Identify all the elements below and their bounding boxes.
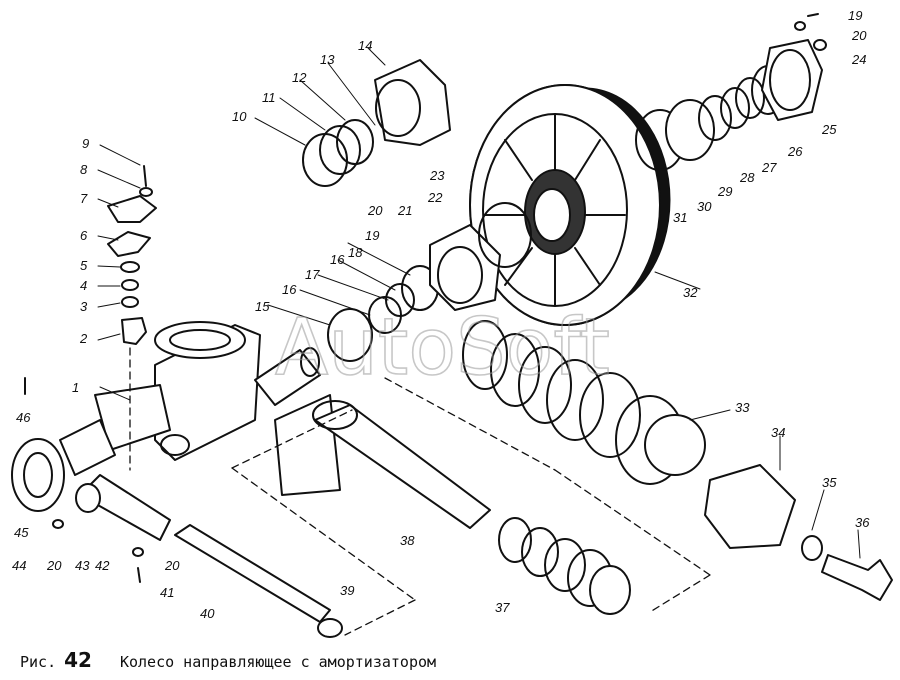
ring-10 — [302, 133, 348, 187]
callout-20-b: 20 — [851, 28, 867, 43]
callout-28: 28 — [739, 170, 755, 185]
callout-23: 23 — [429, 168, 445, 183]
callout-13: 13 — [320, 52, 335, 67]
callout-7: 7 — [80, 191, 88, 206]
callout-19-b: 19 — [848, 8, 862, 23]
ring-29 — [698, 95, 732, 141]
callout-5: 5 — [80, 258, 88, 273]
lever-42 — [79, 474, 171, 541]
callout-1: 1 — [72, 380, 79, 395]
washer-5 — [120, 261, 140, 273]
flange-45 — [11, 438, 65, 512]
callout-26: 26 — [787, 144, 803, 159]
callout-41: 41 — [160, 585, 174, 600]
callout-16-a: 16 — [282, 282, 297, 297]
callout-25: 25 — [821, 122, 837, 137]
washer-4 — [121, 279, 139, 291]
bolt-41 — [137, 567, 141, 583]
callout-43: 43 — [75, 558, 90, 573]
gasket-27 — [735, 77, 765, 119]
axle — [59, 321, 321, 476]
callout-36: 36 — [855, 515, 870, 530]
callout-33: 33 — [735, 400, 750, 415]
ring-11 — [319, 125, 361, 175]
callout-31: 31 — [673, 210, 687, 225]
washer-35 — [801, 535, 823, 561]
callout-9: 9 — [82, 136, 89, 151]
callout-24: 24 — [851, 52, 866, 67]
callout-39: 39 — [340, 583, 354, 598]
callout-18: 18 — [348, 245, 363, 260]
callout-45: 45 — [14, 525, 29, 540]
bearing-30 — [665, 99, 715, 161]
callout-20-d: 20 — [164, 558, 180, 573]
guide-wheel — [469, 84, 671, 326]
callout-16-b: 16 — [330, 252, 345, 267]
callout-42: 42 — [95, 558, 110, 573]
bolt-9 — [143, 165, 147, 187]
callout-22: 22 — [427, 190, 443, 205]
spring-37 — [498, 517, 631, 615]
bushing-34 — [704, 464, 796, 549]
figure-prefix: Рис. — [20, 653, 57, 671]
callout-12: 12 — [292, 70, 307, 85]
callout-44: 44 — [12, 558, 26, 573]
bearing-23 — [478, 202, 532, 268]
callout-37: 37 — [495, 600, 510, 615]
callout-8: 8 — [80, 162, 88, 177]
cover-25 — [761, 39, 823, 121]
callout-6: 6 — [80, 228, 88, 243]
callout-40: 40 — [200, 606, 215, 621]
washer-8 — [139, 187, 153, 197]
callout-27: 27 — [761, 160, 777, 175]
bolt-36 — [821, 554, 893, 601]
callout-4: 4 — [80, 278, 87, 293]
callout-2: 2 — [79, 331, 88, 346]
callout-46: 46 — [16, 410, 31, 425]
cover-22 — [429, 224, 501, 311]
shock-absorber-rod — [274, 394, 491, 529]
plug-24 — [813, 39, 827, 51]
figure-caption: Рис. 42 Колесо направляющее с амортизаторо… — [20, 648, 436, 672]
bearing-15 — [327, 308, 373, 362]
washer-39 — [317, 618, 343, 638]
callout-29: 29 — [717, 184, 732, 199]
callout-34: 34 — [771, 425, 785, 440]
callout-20-a: 20 — [367, 203, 383, 218]
callout-15: 15 — [255, 299, 270, 314]
ring-28 — [720, 87, 750, 129]
plate-6 — [107, 231, 151, 257]
washer-20-lower — [132, 547, 144, 557]
nut-44 — [52, 519, 64, 529]
seal-12 — [336, 119, 374, 165]
dashed-guides — [129, 347, 711, 636]
leader-lines — [97, 47, 861, 559]
callout-14: 14 — [358, 38, 372, 53]
callout-19-a: 19 — [365, 228, 379, 243]
callout-17: 17 — [305, 267, 320, 282]
callouts: 1 2 3 4 5 6 7 8 9 10 11 12 13 14 15 16 1… — [12, 8, 870, 621]
callout-32: 32 — [683, 285, 698, 300]
callout-20-c: 20 — [46, 558, 62, 573]
figure-number: 42 — [64, 648, 92, 672]
callout-35: 35 — [822, 475, 837, 490]
spring-33 — [462, 320, 706, 485]
ring-17 — [385, 283, 415, 317]
washer-20 — [794, 21, 806, 31]
sleeve — [121, 317, 147, 345]
callout-10: 10 — [232, 109, 247, 124]
watermark: AutoSoft — [275, 303, 610, 393]
callout-30: 30 — [697, 199, 712, 214]
screw-shaft-40 — [174, 524, 331, 623]
callout-38: 38 — [400, 533, 415, 548]
callout-21: 21 — [397, 203, 412, 218]
figure-title: Колесо направляющее с амортизатором — [119, 653, 437, 671]
callout-11: 11 — [262, 90, 276, 105]
callout-3: 3 — [80, 299, 88, 314]
bolt-19 — [807, 13, 819, 17]
washer-3 — [121, 296, 139, 308]
cover-7 — [107, 195, 157, 223]
